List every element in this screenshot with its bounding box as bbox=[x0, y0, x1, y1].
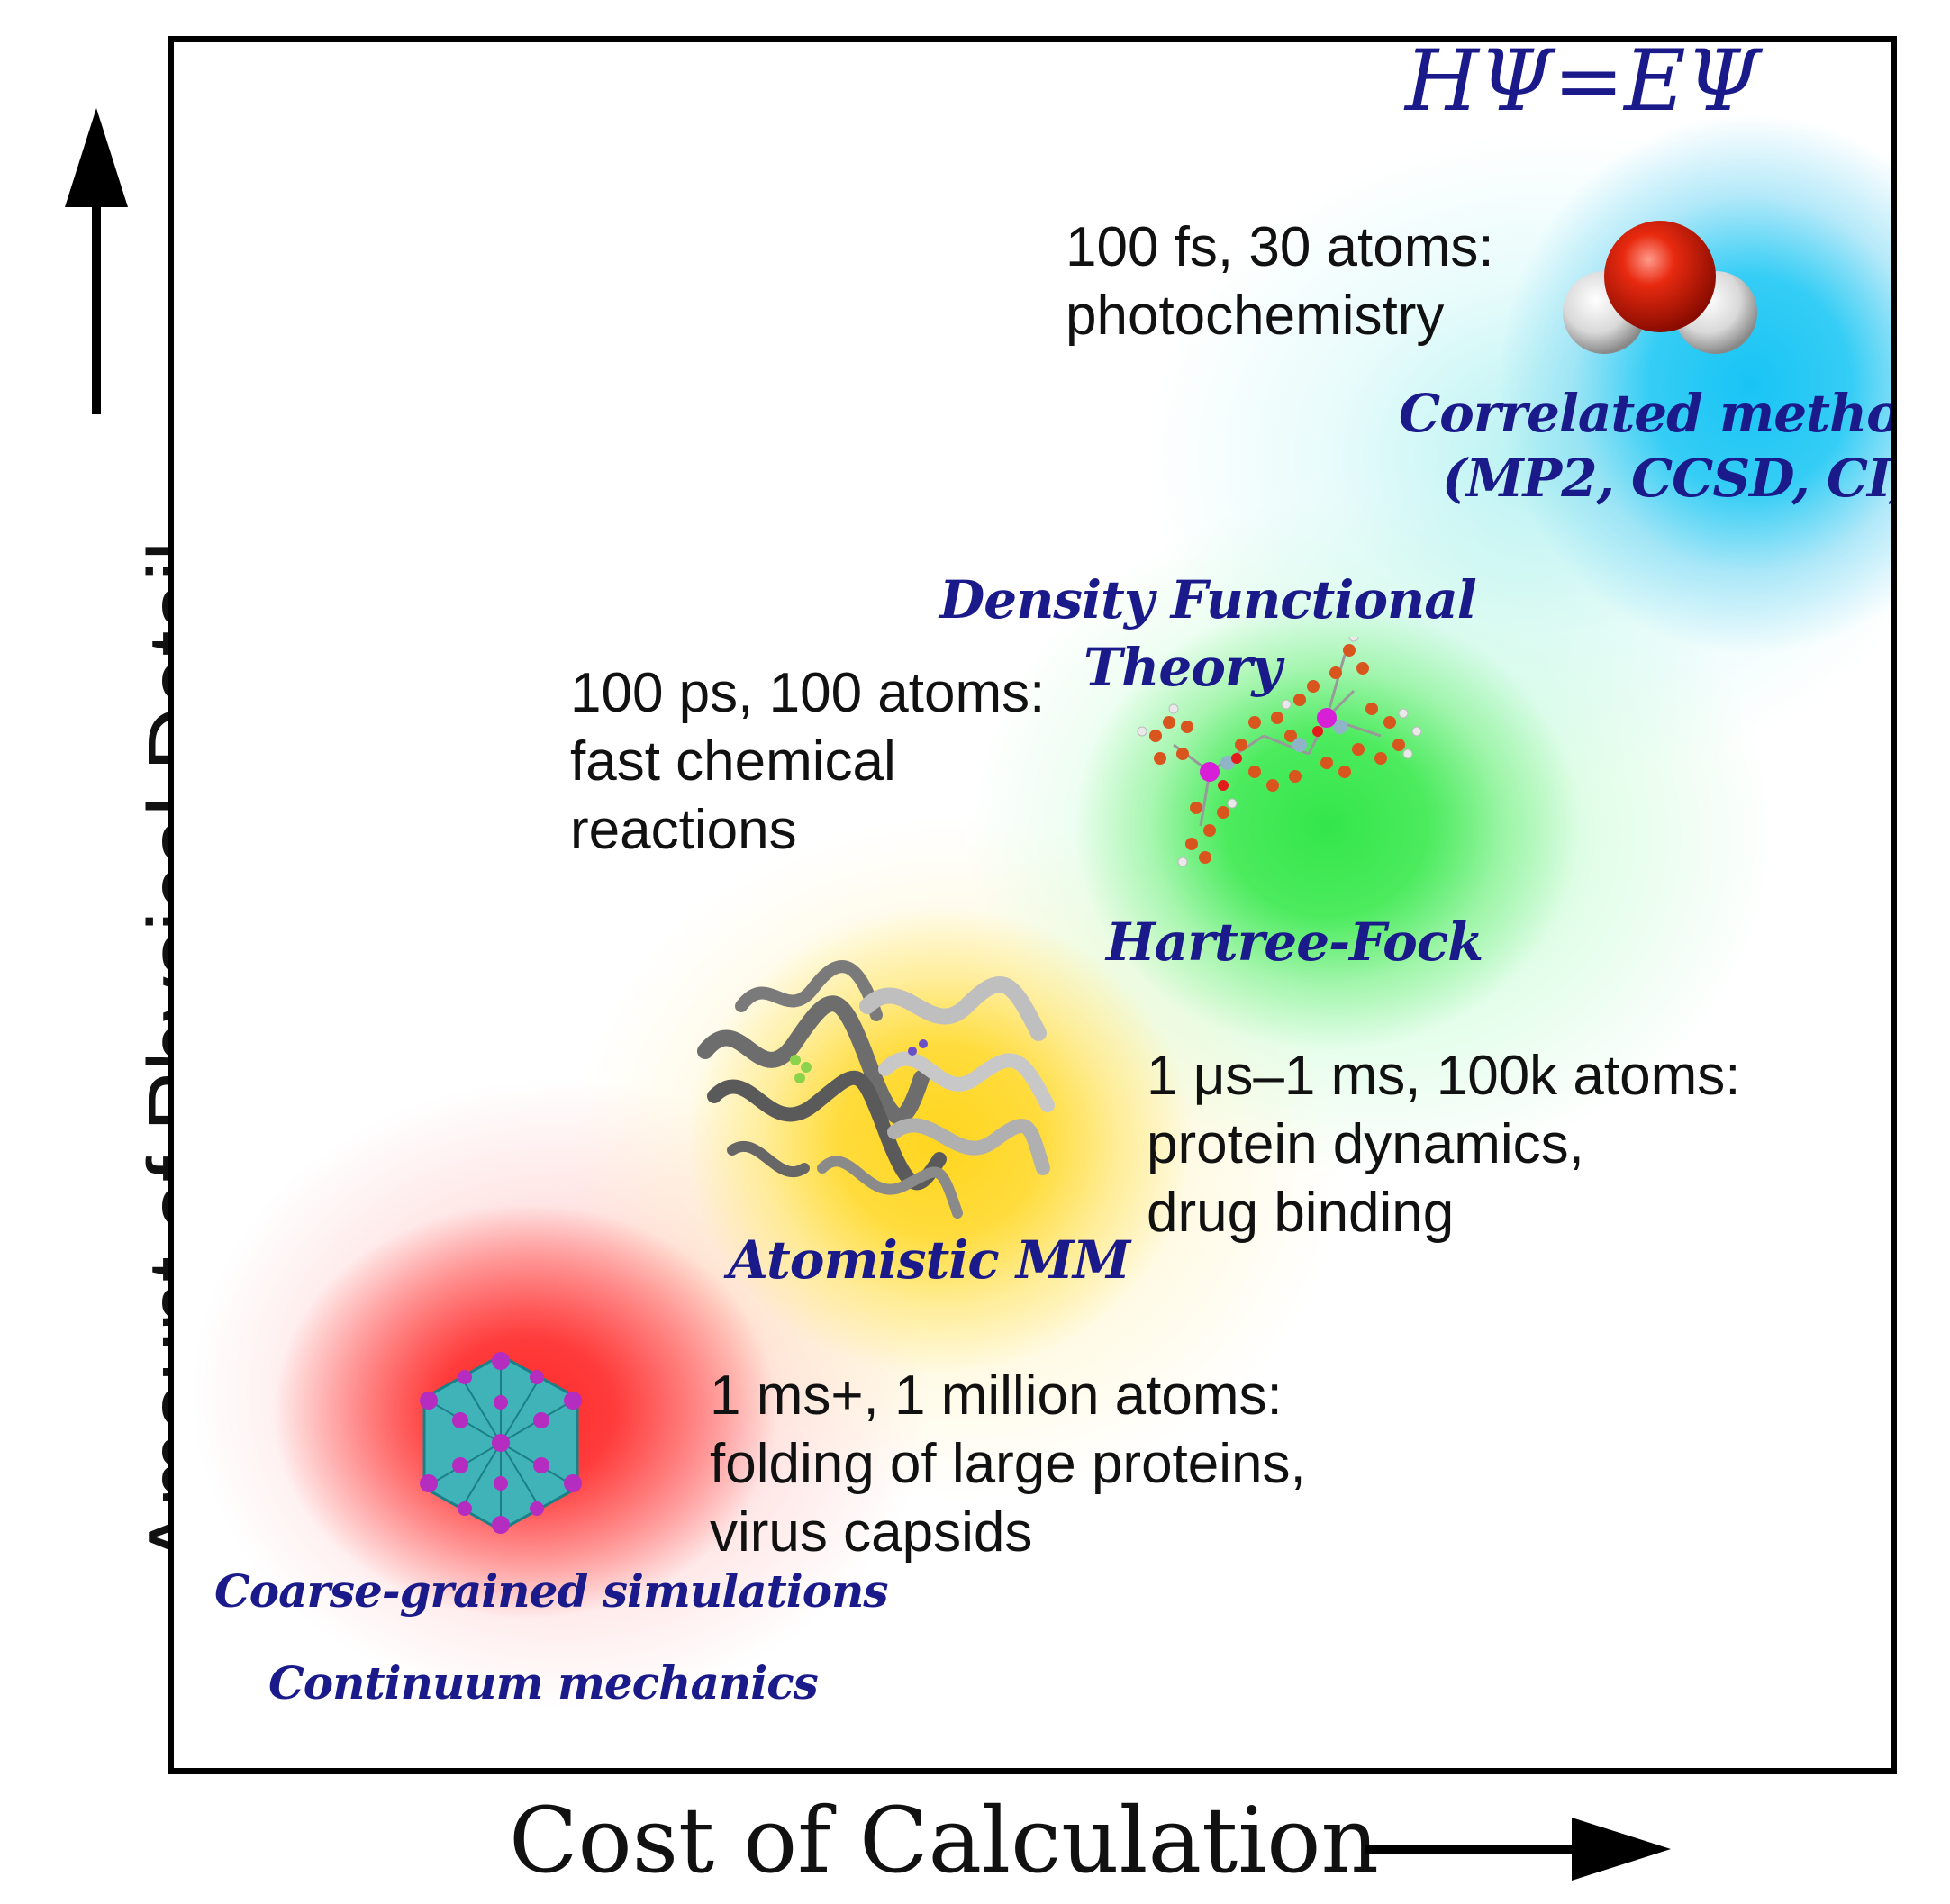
note-line: 100 fs, 30 atoms: bbox=[1066, 216, 1494, 278]
y-axis-arrow bbox=[65, 108, 128, 414]
dft-label-line1: Density Functional bbox=[939, 569, 1477, 630]
note-line: protein dynamics, bbox=[1147, 1113, 1584, 1175]
protein-ribbon-icon bbox=[697, 960, 1055, 1219]
schrodinger-equation: HΨ=EΨ bbox=[1405, 32, 1761, 131]
dft-label-line2: Theory bbox=[1084, 637, 1282, 698]
note-line: reactions bbox=[570, 799, 797, 861]
note-line: 1 μs–1 ms, 100k atoms: bbox=[1147, 1045, 1741, 1107]
photochemistry-note: 100 fs, 30 atoms: photochemistry bbox=[1066, 213, 1494, 350]
x-axis-arrow bbox=[1365, 1818, 1671, 1881]
virus-capsid-icon bbox=[420, 1352, 582, 1534]
fast-reactions-note: 100 ps, 100 atoms: fast chemical reactio… bbox=[570, 659, 1045, 865]
diagram-frame: Correlated methods (MP2, CCSD, CI) Densi… bbox=[168, 36, 1897, 1774]
note-line: photochemistry bbox=[1066, 285, 1445, 347]
note-line: fast chemical bbox=[570, 730, 896, 793]
correlated-methods-label: Correlated methods bbox=[1399, 383, 1897, 444]
correlated-region bbox=[1498, 114, 1891, 655]
note-line: drug binding bbox=[1147, 1182, 1455, 1244]
atomistic-mm-label: Atomistic MM bbox=[728, 1229, 1130, 1291]
continuum-mechanics-label: Continuum mechanics bbox=[268, 1656, 819, 1709]
note-line: 1 ms+, 1 million atoms: bbox=[710, 1365, 1283, 1427]
note-line: 100 ps, 100 atoms: bbox=[570, 662, 1046, 724]
note-line: virus capsids bbox=[710, 1501, 1033, 1564]
correlated-methods-sublabel: (MP2, CCSD, CI) bbox=[1442, 448, 1897, 509]
x-axis-label: Cost of Calculation bbox=[509, 1788, 1379, 1893]
virus-capsids-note: 1 ms+, 1 million atoms: folding of large… bbox=[710, 1362, 1306, 1567]
hartree-fock-label: Hartree-Fock bbox=[1106, 911, 1483, 973]
dft-region bbox=[1075, 601, 1579, 1051]
protein-dynamics-note: 1 μs–1 ms, 100k atoms: protein dynamics,… bbox=[1147, 1042, 1740, 1247]
note-line: folding of large proteins, bbox=[710, 1433, 1306, 1495]
water-molecule-icon bbox=[1563, 221, 1757, 354]
coarse-grained-label: Coarse-grained simulations bbox=[214, 1564, 889, 1618]
metal-complex-icon bbox=[1137, 637, 1422, 867]
